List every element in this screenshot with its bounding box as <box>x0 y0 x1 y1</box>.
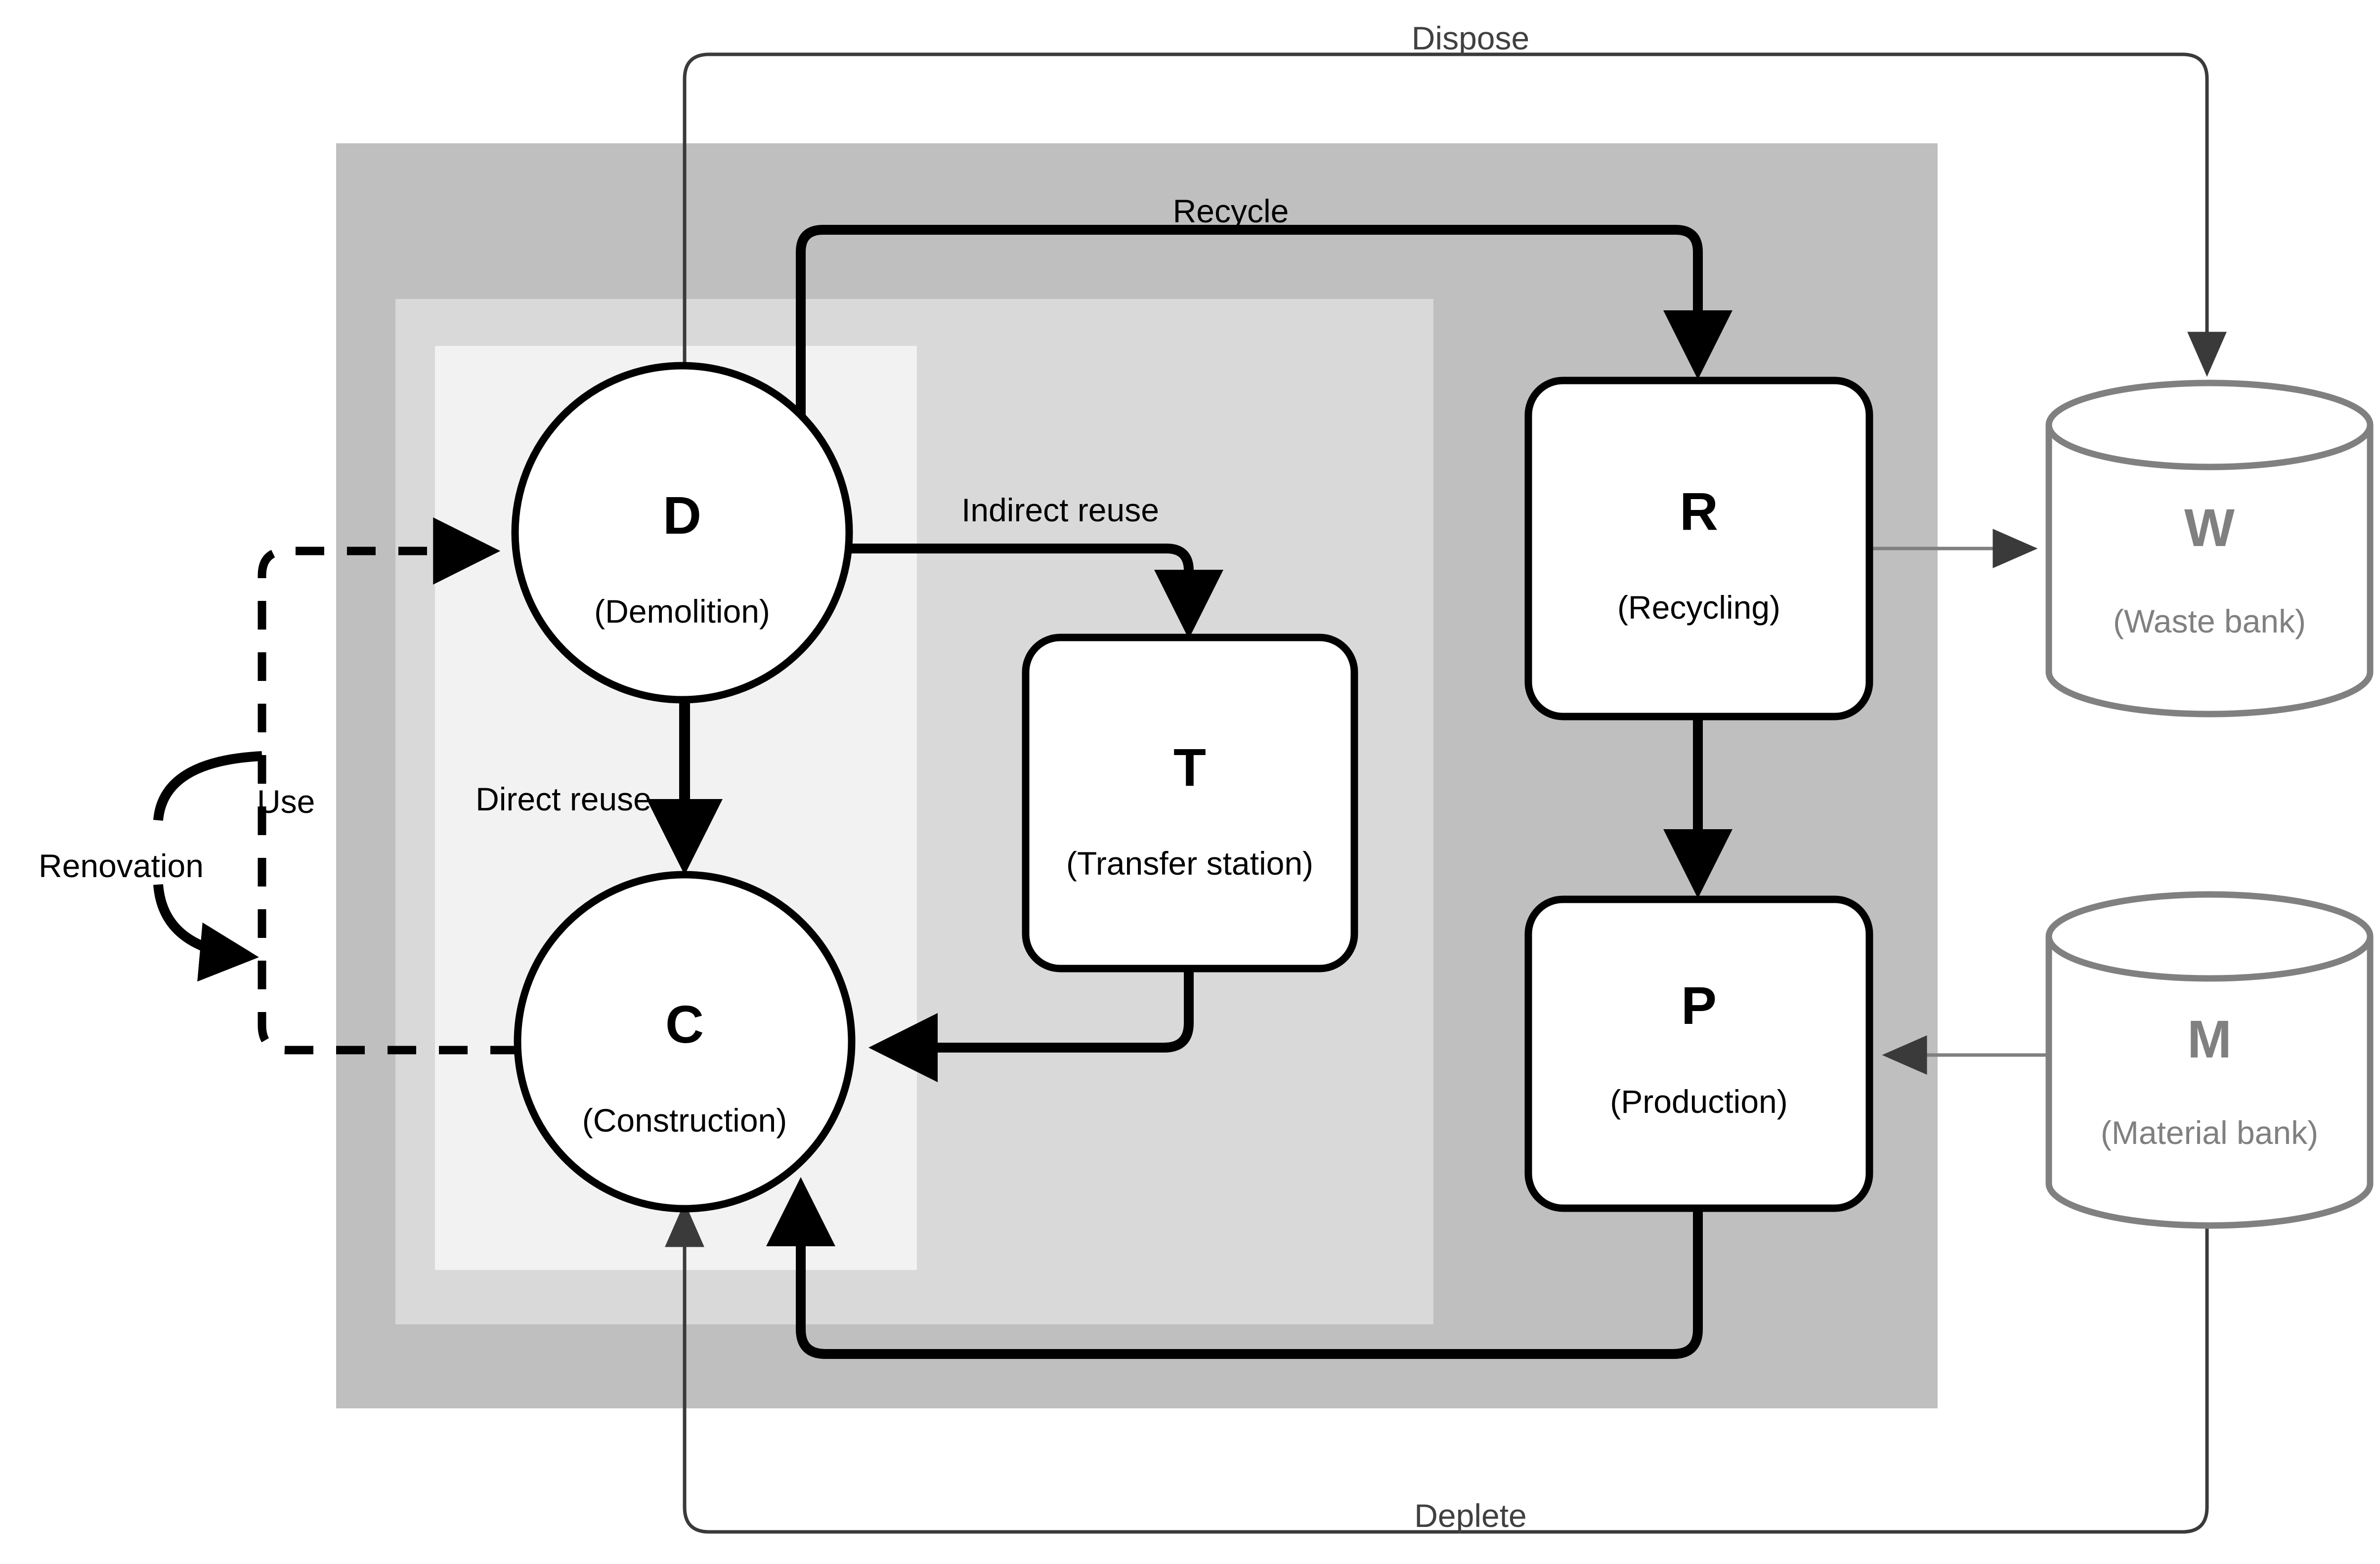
label-renovation: Renovation <box>39 847 204 884</box>
label-use: Use <box>257 783 315 820</box>
node-demolition-sublabel: (Demolition) <box>594 593 770 630</box>
label-indirect-reuse: Indirect reuse <box>961 492 1159 528</box>
node-transfer-station-sublabel: (Transfer station) <box>1066 845 1313 882</box>
node-material-bank-sublabel: (Material bank) <box>2101 1114 2318 1151</box>
edge-transfer-to-construction <box>868 969 1194 1082</box>
label-recycle: Recycle <box>1173 193 1289 229</box>
node-production-sublabel: (Production) <box>1610 1083 1788 1120</box>
node-demolition[interactable]: D (Demolition) <box>511 362 853 704</box>
node-transfer-station-letter: T <box>1173 737 1206 797</box>
edge-deplete <box>665 1202 2209 1534</box>
edge-renovation-lower-curve <box>153 884 259 982</box>
node-waste-bank-top <box>2045 380 2374 470</box>
node-waste-bank-letter: W <box>2184 498 2235 557</box>
node-construction-letter: C <box>665 994 704 1054</box>
edge-dispose <box>683 52 2227 377</box>
node-transfer-station-shape <box>1022 634 1358 972</box>
node-demolition-letter: D <box>663 485 701 545</box>
node-recycling-shape <box>1524 377 1873 720</box>
node-recycling[interactable]: R (Recycling) <box>1524 377 1873 720</box>
edge-production-to-construction <box>766 1177 1703 1359</box>
label-direct-reuse: Direct reuse <box>476 781 651 817</box>
edge-renovation-upper-curve <box>153 751 262 821</box>
node-recycling-letter: R <box>1680 481 1718 541</box>
node-material-bank-letter: M <box>2187 1009 2232 1069</box>
node-production-letter: P <box>1681 975 1717 1035</box>
label-deplete: Deplete <box>1414 1497 1527 1534</box>
node-demolition-shape <box>511 362 853 704</box>
node-recycling-sublabel: (Recycling) <box>1617 589 1780 626</box>
edge-indirect-reuse <box>848 544 1223 639</box>
node-construction[interactable]: C (Construction) <box>514 871 856 1213</box>
node-material-bank-top <box>2045 891 2374 982</box>
node-waste-bank[interactable]: W (Waste bank) <box>2045 380 2374 718</box>
node-production[interactable]: P (Production) <box>1524 895 1873 1212</box>
label-dispose: Dispose <box>1412 20 1529 56</box>
node-waste-bank-sublabel: (Waste bank) <box>2113 603 2306 639</box>
edge-recycle <box>796 225 1732 445</box>
node-transfer-station[interactable]: T (Transfer station) <box>1022 634 1358 972</box>
node-material-bank[interactable]: M (Material bank) <box>2045 891 2374 1229</box>
node-material-bank-body <box>2045 936 2374 1229</box>
node-construction-shape <box>514 871 856 1213</box>
node-waste-bank-body <box>2045 425 2374 718</box>
node-construction-sublabel: (Construction) <box>582 1102 787 1139</box>
node-production-shape <box>1524 895 1873 1212</box>
